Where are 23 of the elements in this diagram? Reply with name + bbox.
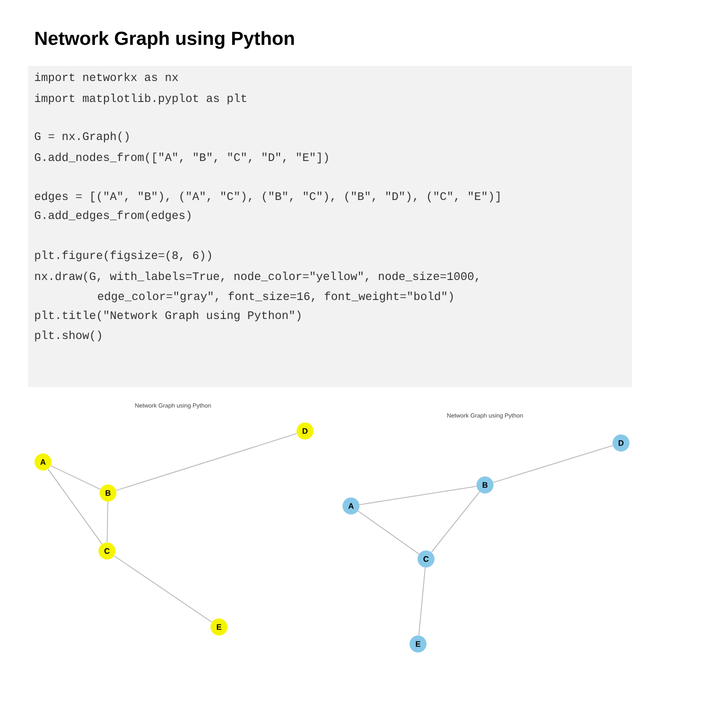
graph-edge xyxy=(418,567,426,636)
label: G.add_edges_from(edges) xyxy=(34,210,190,222)
label: import matplotlib.pyplot as plt xyxy=(34,94,246,104)
graph-edge xyxy=(106,501,108,543)
label: edges = [("A", "B"), ("A", "C"), ("B", "C"), ("B", "D"), ("C", "E")] xyxy=(34,192,500,202)
graph-edge xyxy=(359,486,477,506)
graph-edge xyxy=(358,510,420,554)
label: plt.figure(figsize=(8, 6)) xyxy=(35,250,212,262)
graph-edge xyxy=(116,433,298,491)
graph-edge xyxy=(492,445,614,483)
page-title: Network Graph using Python xyxy=(35,31,294,49)
label: plt.title("Network Graph using Python") xyxy=(35,310,300,322)
label: G = nx.Graph() xyxy=(34,132,129,142)
graph-edge xyxy=(50,465,101,490)
label: plt.show() xyxy=(35,330,102,342)
label: G.add_nodes_from(["A", "B", "C", "D", "E"]) xyxy=(34,152,328,164)
graph-edge xyxy=(114,555,212,623)
label: import networkx as nx xyxy=(34,72,178,84)
graph-edge xyxy=(48,468,102,544)
label: edge_color="gray", font_size=16, font_weight="bold") xyxy=(98,292,453,302)
code-block: import networkx as nx import matplotlib.pyplot as plt G = nx.Graph() G.add_nodes_from(["A", "B", "C", "D", "E"]) edges = [("A", "B"), ("A", "C"), ("B", "C"), ("B", "D"), ("C", "E")] G.add_edges_from(edges) plt.figure(figsize=(8, 6)) nx.draw(G, with_labels=True, node_color="yellow", node_size=1000, edge_color="gray", font_size=16, font_weight="bold") plt.title("Network Graph using Python") plt.show() xyxy=(28,66,632,387)
label: nx.draw(G, with_labels=True, node_color="yellow", node_size=1000, xyxy=(35,272,478,282)
graph-edge xyxy=(430,491,480,553)
